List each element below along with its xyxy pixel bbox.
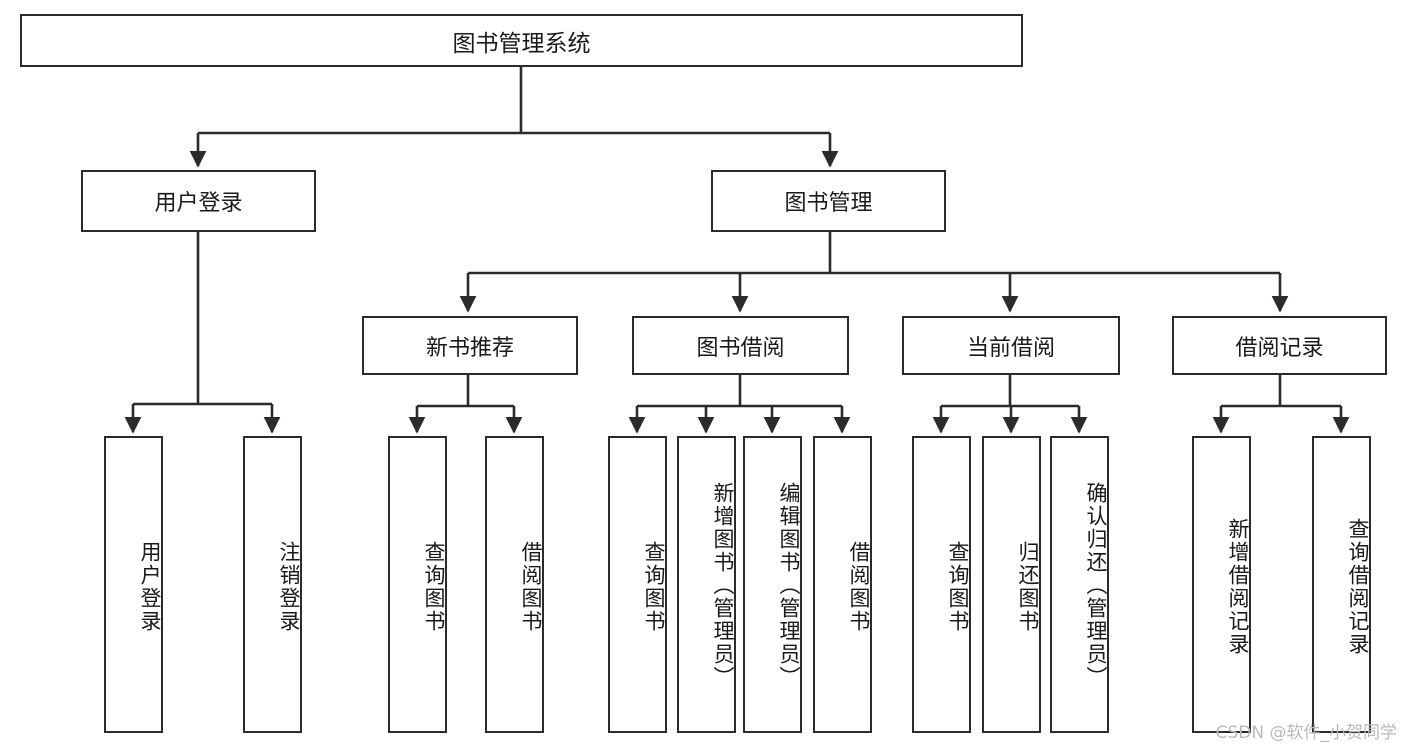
node-leaf-user-login[interactable]: 用户登录	[104, 436, 163, 733]
node-root[interactable]: 图书管理系统	[20, 14, 1023, 67]
node-book-manage-label: 图书管理	[784, 191, 873, 216]
node-leaf-add-book[interactable]: 新增图书（管理员）	[677, 436, 736, 733]
node-book-manage[interactable]: 图书管理	[711, 170, 946, 232]
node-book-borrow-label: 图书借阅	[696, 335, 785, 361]
node-leaf-query-book-3[interactable]: 查询图书	[912, 436, 971, 733]
node-leaf-add-record[interactable]: 新增借阅记录	[1192, 436, 1251, 733]
node-leaf-query-book-1[interactable]: 查询图书	[388, 436, 447, 733]
node-leaf-edit-book[interactable]: 编辑图书（管理员）	[743, 436, 802, 733]
node-borrow-record[interactable]: 借阅记录	[1172, 316, 1387, 375]
node-leaf-borrow-book-1[interactable]: 借阅图书	[485, 436, 544, 733]
node-leaf-user-logout[interactable]: 注销登录	[243, 436, 302, 733]
node-user-login-label: 用户登录	[154, 191, 243, 216]
node-leaf-confirm-return[interactable]: 确认归还（管理员）	[1050, 436, 1109, 733]
node-new-book-recommend-label: 新书推荐	[425, 335, 514, 361]
node-leaf-query-record[interactable]: 查询借阅记录	[1312, 436, 1371, 733]
node-root-label: 图书管理系统	[452, 30, 591, 57]
node-new-book-recommend[interactable]: 新书推荐	[362, 316, 578, 375]
node-current-borrow-label: 当前借阅	[966, 335, 1055, 361]
node-leaf-query-book-2[interactable]: 查询图书	[608, 436, 667, 733]
node-leaf-return-book[interactable]: 归还图书	[982, 436, 1041, 733]
node-current-borrow[interactable]: 当前借阅	[902, 316, 1120, 375]
node-leaf-borrow-book-2[interactable]: 借阅图书	[813, 436, 872, 733]
node-book-borrow[interactable]: 图书借阅	[632, 316, 849, 375]
node-borrow-record-label: 借阅记录	[1235, 335, 1324, 361]
node-user-login[interactable]: 用户登录	[81, 170, 316, 232]
csdn-watermark: CSDN @软件_小贺同学	[1215, 723, 1397, 743]
